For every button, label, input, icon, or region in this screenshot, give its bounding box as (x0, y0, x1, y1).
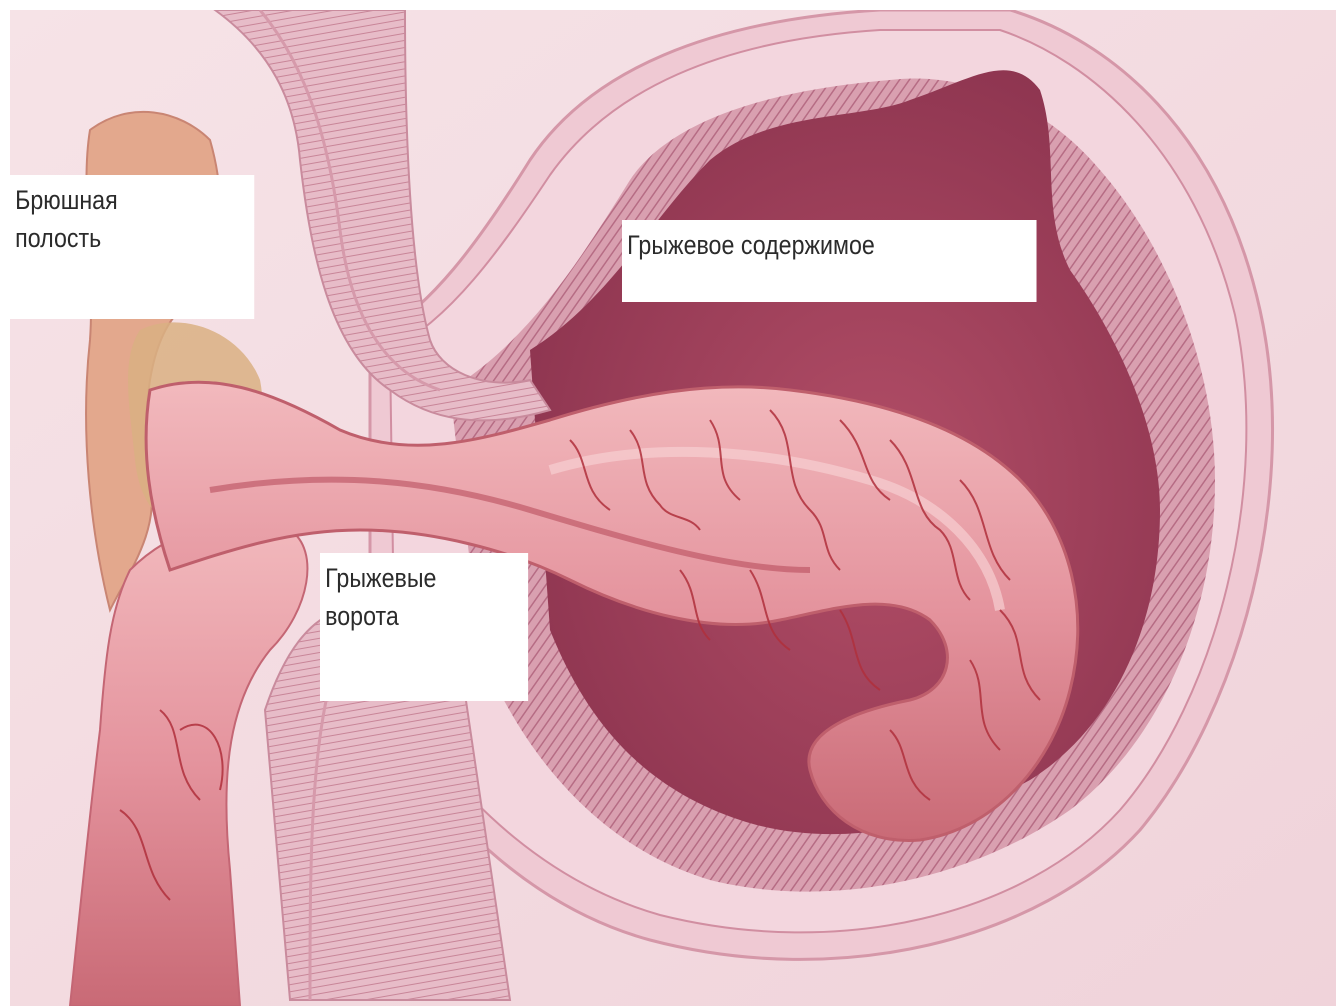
anatomy-drawing (10, 10, 1336, 1006)
label-abdominal-cavity-line1: Брюшная (15, 181, 247, 219)
label-hernial-gate: Грыжевые ворота (320, 553, 528, 701)
label-hernial-content-text: Грыжевое содержимое (627, 226, 1029, 264)
label-hernial-content: Грыжевое содержимое (622, 220, 1037, 302)
label-hernial-gate-line1: Грыжевые (325, 559, 521, 597)
label-abdominal-cavity-line2: полость (15, 219, 247, 257)
label-abdominal-cavity: Брюшная полость (10, 175, 254, 319)
hernia-illustration: Брюшная полость Грыжевое содержимое Грыж… (10, 10, 1336, 1006)
label-hernial-gate-line2: ворота (325, 597, 521, 635)
